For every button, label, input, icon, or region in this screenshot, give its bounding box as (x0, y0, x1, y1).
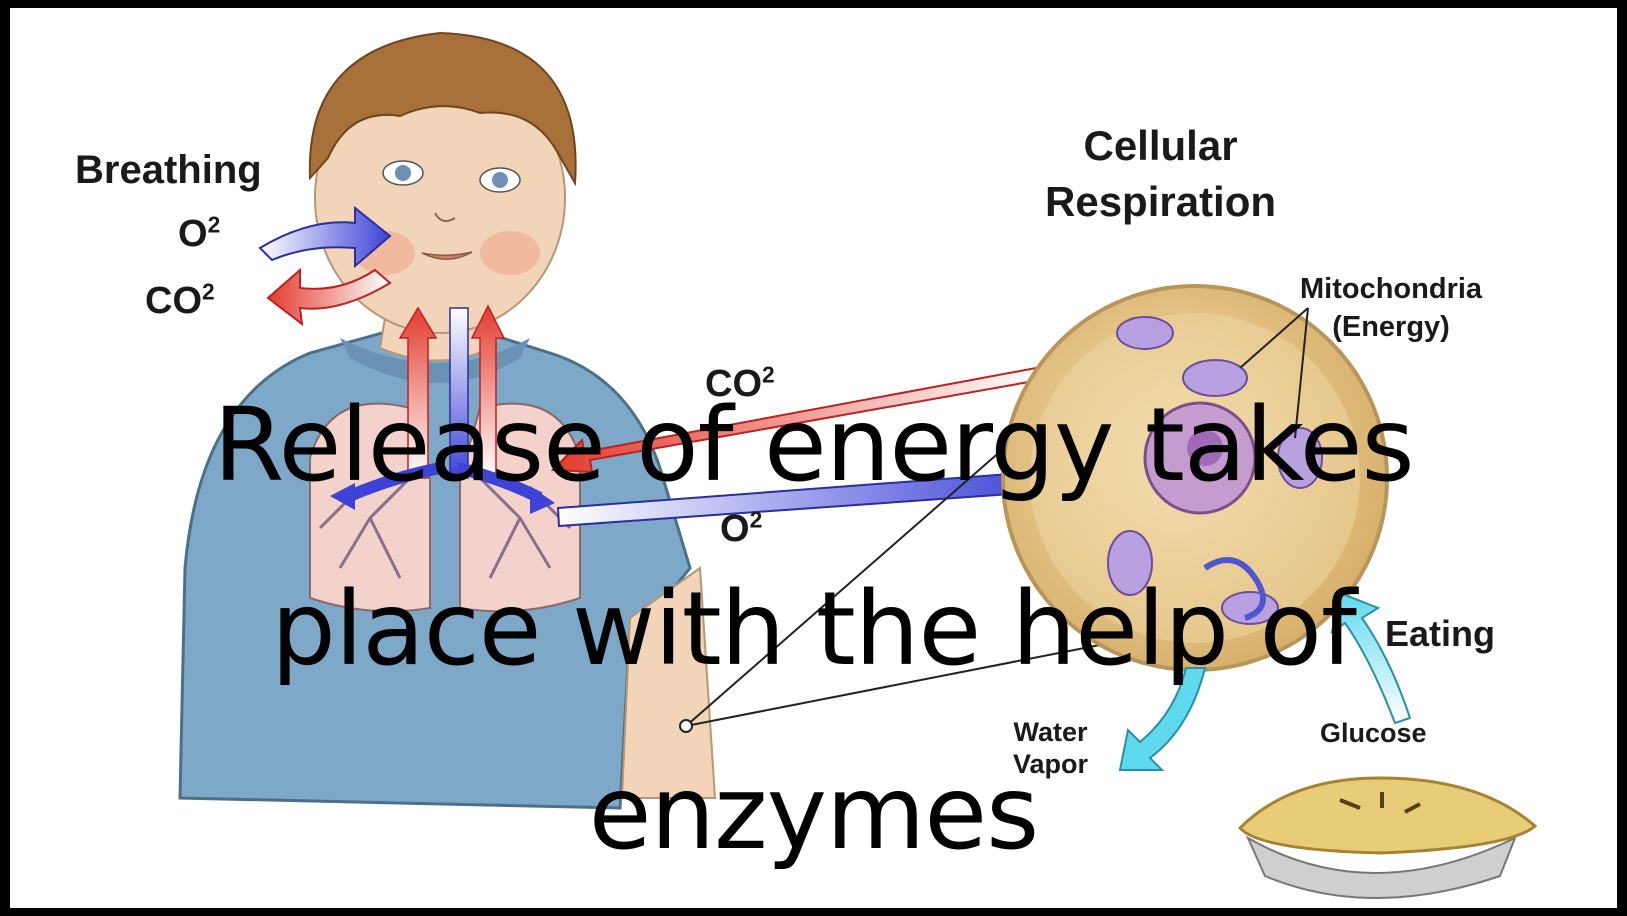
mitochondria-label: Mitochondria (Energy) (1300, 270, 1482, 346)
o2-label-left: O2 (178, 213, 220, 256)
respiration-text: Respiration (1045, 174, 1276, 230)
caption-line-1: Release of energy takes (10, 354, 1617, 538)
slide: Breathing O2 CO2 CO2 O2 Cellular Respira… (10, 8, 1617, 908)
mitochondria-text: Mitochondria (1300, 270, 1482, 308)
breathing-label: Breathing (75, 148, 262, 193)
co2-label-left: CO2 (145, 280, 215, 323)
energy-text: (Energy) (1300, 308, 1482, 346)
caption-line-2: place with the help of (10, 538, 1617, 722)
caption-line-3: enzymes (10, 722, 1617, 906)
cellular-text: Cellular (1045, 118, 1276, 174)
slide-caption: Release of energy takes place with the h… (10, 354, 1617, 906)
cellular-respiration-label: Cellular Respiration (1045, 118, 1276, 230)
